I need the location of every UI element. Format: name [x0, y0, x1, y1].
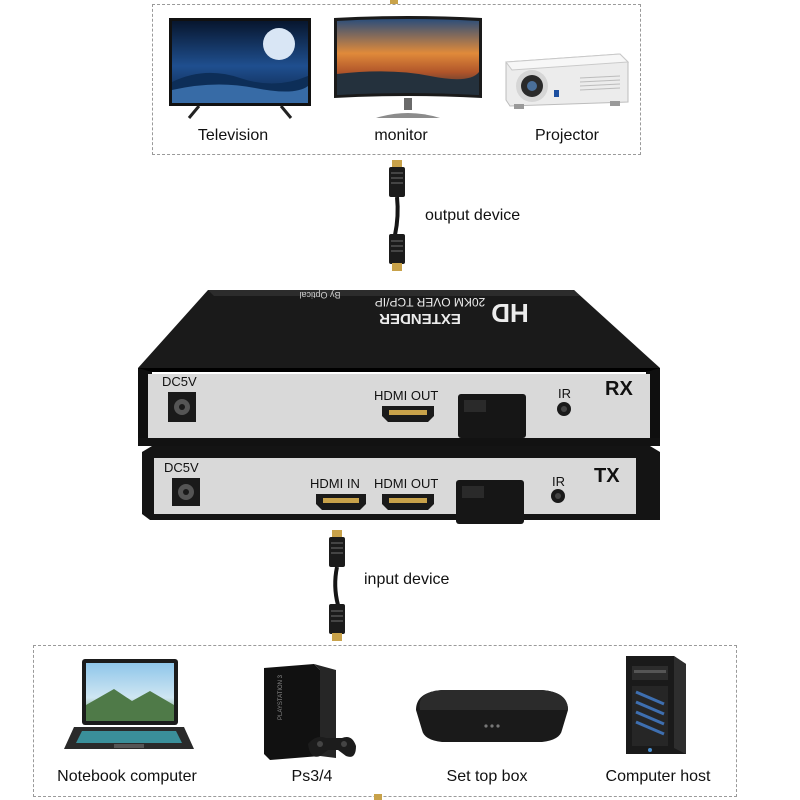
monitor-label: monitor	[374, 127, 428, 144]
rx-spec-text: 20KM OVER TCP/IP	[375, 295, 485, 309]
svg-text:PLAYSTATION 3: PLAYSTATION 3	[278, 674, 284, 720]
output-hdmi-cable	[389, 160, 405, 271]
projector-icon	[505, 53, 630, 109]
top-cable-stub	[390, 0, 398, 6]
settopbox-icon	[416, 690, 568, 742]
settopbox-label: Set top box	[446, 768, 528, 785]
television-label: Television	[197, 127, 269, 144]
tx-unit-label: TX	[594, 465, 620, 487]
output-cable-label: output device	[425, 207, 521, 224]
rx-power-label: DC5V	[162, 374, 197, 389]
rx-note-text: By Optical	[299, 290, 340, 300]
tx-hdmi-out-label: HDMI OUT	[374, 476, 438, 491]
bottom-cable-stub	[374, 794, 382, 800]
rx-unit-label: RX	[605, 378, 633, 400]
extender-units: HD EXTENDER 20KM OVER TCP/IP By Optical …	[138, 290, 660, 524]
tx-hdmi-in-label: HDMI IN	[310, 476, 360, 491]
notebook-label: Notebook computer	[57, 768, 197, 785]
projector-label: Projector	[534, 127, 600, 144]
ps-label: Ps3/4	[291, 768, 333, 785]
notebook-icon	[64, 659, 194, 749]
rx-top-face	[138, 290, 660, 368]
ps-console-icon: PLAYSTATION 3	[264, 664, 356, 760]
computerhost-label: Computer host	[605, 768, 711, 785]
input-cable-label: input device	[364, 571, 450, 588]
rx-ir-label: IR	[558, 386, 571, 401]
rx-hdmi-out-label: HDMI OUT	[374, 388, 438, 403]
tx-power-label: DC5V	[164, 460, 199, 475]
rx-product-text: EXTENDER	[379, 310, 461, 327]
computer-host-icon	[626, 656, 686, 754]
rx-brand-text: HD	[491, 298, 529, 328]
input-hdmi-cable	[329, 530, 345, 641]
monitor-icon	[334, 16, 482, 118]
television-icon	[169, 18, 311, 119]
tx-ir-label: IR	[552, 474, 565, 489]
